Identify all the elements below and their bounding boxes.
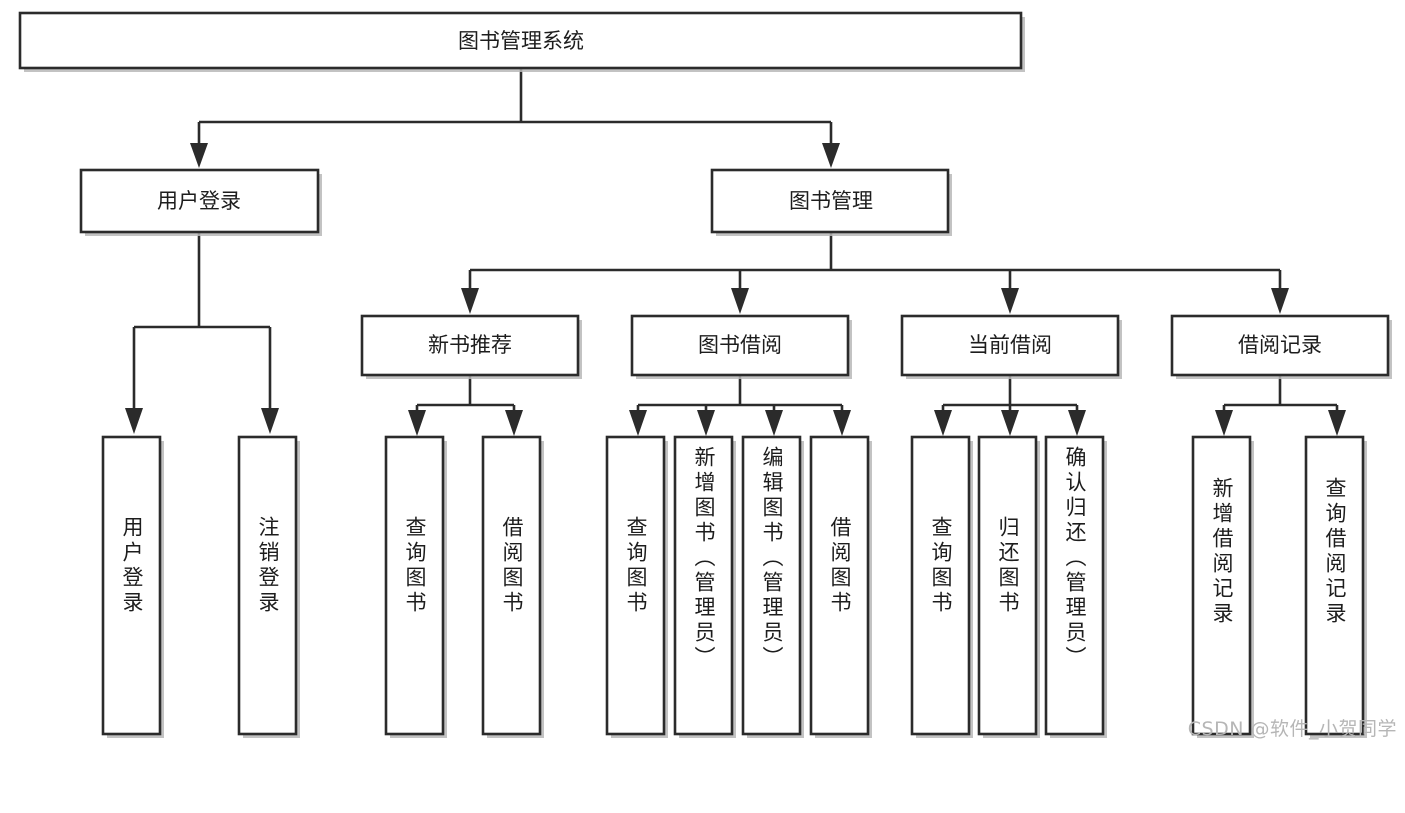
leaf-query-book-1-box[interactable] [384,435,445,736]
node-book-management-label: 图书管理 [789,189,873,213]
arrowhead-leaf-borrow-book-2 [833,410,851,436]
leaf-add-book-box[interactable] [673,435,734,736]
arrowhead-leaf-query-book-1 [408,410,426,436]
arrowhead-leaf-query-book-3 [934,410,952,436]
leaf-query-record-box[interactable] [1304,435,1365,736]
node-root[interactable]: 图书管理系统 [18,11,1025,72]
arrowhead-userlogin [190,143,208,168]
node-book-borrow-label: 图书借阅 [698,333,782,357]
node-borrow-record-label: 借阅记录 [1238,333,1322,357]
leaf-node-confirm-return[interactable] [1044,435,1107,738]
leaf-node-borrow-book-1[interactable] [481,435,544,738]
leaf-node-query-book-2[interactable] [605,435,668,738]
arrowhead-leaf-query-book-2 [629,410,647,436]
node-borrow-record-box[interactable] [1170,314,1390,377]
connector-layer [125,69,1346,436]
arrowhead-currentborrow [1001,288,1019,314]
node-book-management[interactable]: 图书管理 [710,168,952,236]
leaf-node-edit-book[interactable] [741,435,804,738]
node-book-borrow-box[interactable] [630,314,850,377]
leaf-return-book-box[interactable] [977,435,1038,736]
arrowhead-borrowrecord [1271,288,1289,314]
leaf-node-query-book-3[interactable] [910,435,973,738]
arrowhead-leaf-return-book [1001,410,1019,436]
node-current-borrow[interactable]: 当前借阅 [900,314,1122,379]
node-user-login[interactable]: 用户登录 [79,168,322,236]
node-new-book-recommend-label: 新书推荐 [428,333,512,357]
arrowhead-bookborrow [731,288,749,314]
leaf-node-logout[interactable] [237,435,300,738]
arrowhead-leaf-add-book [697,410,715,436]
diagram-svg: 图书管理系统 用户登录 图书管理 新书推荐 图书借阅 当前借阅 [18,11,1392,738]
arrowhead-bookmgmt [822,143,840,168]
node-user-login-label: 用户登录 [157,189,241,213]
node-current-borrow-box[interactable] [900,314,1120,377]
leaf-node-query-record[interactable] [1304,435,1367,738]
leaf-edit-book-box[interactable] [741,435,802,736]
watermark-text: CSDN @软件_小贺同学 [1187,718,1397,740]
node-book-management-box[interactable] [710,168,950,234]
node-root-label: 图书管理系统 [458,29,584,53]
node-new-book-recommend[interactable]: 新书推荐 [360,314,582,379]
arrowhead-leaf-confirm-return [1068,410,1086,436]
leaf-node-user-login[interactable] [101,435,164,738]
node-borrow-record[interactable]: 借阅记录 [1170,314,1392,379]
leaf-add-record-box[interactable] [1191,435,1252,736]
arrowhead-leaf-user-login [125,408,143,434]
diagram-canvas: 图书管理系统 用户登录 图书管理 新书推荐 图书借阅 当前借阅 [18,11,1397,740]
arrowhead-leaf-add-record [1215,410,1233,436]
node-user-login-box[interactable] [79,168,320,234]
node-new-book-recommend-box[interactable] [360,314,580,377]
leaf-logout-box[interactable] [237,435,298,736]
node-book-borrow[interactable]: 图书借阅 [630,314,852,379]
leaf-borrow-book-2-box[interactable] [809,435,870,736]
leaf-node-return-book[interactable] [977,435,1040,738]
node-root-box[interactable] [18,11,1023,70]
leaf-node-borrow-book-2[interactable] [809,435,872,738]
arrowhead-leaf-borrow-book-1 [505,410,523,436]
leaf-borrow-book-1-box[interactable] [481,435,542,736]
arrowhead-newbook [461,288,479,314]
node-current-borrow-label: 当前借阅 [968,333,1052,357]
leaf-node-query-book-1[interactable] [384,435,447,738]
leaf-query-book-2-box[interactable] [605,435,666,736]
leaf-node-add-book[interactable] [673,435,736,738]
leaf-query-book-3-box[interactable] [910,435,971,736]
arrowhead-leaf-logout [261,408,279,434]
leaf-user-login-box[interactable] [101,435,162,736]
leaf-node-add-record[interactable] [1191,435,1254,738]
leaf-confirm-return-box[interactable] [1044,435,1105,736]
arrowhead-leaf-edit-book [765,410,783,436]
arrowhead-leaf-query-record [1328,410,1346,436]
